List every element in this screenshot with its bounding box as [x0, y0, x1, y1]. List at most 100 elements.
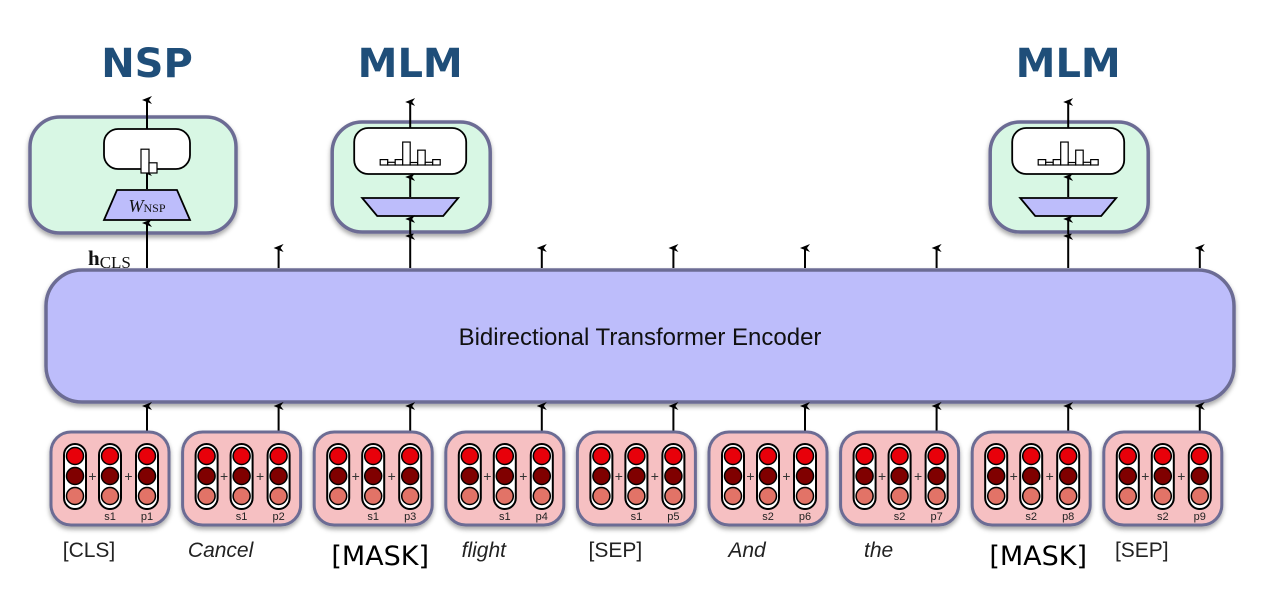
vector-unit: [986, 446, 1006, 466]
probability-bar: [417, 149, 426, 166]
vector-unit: [1058, 486, 1078, 506]
vector-unit: [65, 486, 85, 506]
vector-unit: [986, 466, 1006, 486]
segment-label: s1: [104, 511, 116, 523]
position-label: p3: [404, 511, 416, 523]
vector-unit: [627, 486, 646, 506]
projection-layer: [360, 197, 461, 217]
vector-unit: [795, 466, 815, 486]
vector-unit: [592, 446, 611, 466]
vector-unit: [495, 466, 515, 486]
vector-unit: [460, 486, 480, 506]
plus-sign: +: [124, 468, 132, 484]
vector-unit: [927, 486, 946, 506]
vector-unit: [65, 446, 85, 466]
vector-unit: [1021, 486, 1041, 506]
input-token-word: the: [864, 539, 893, 562]
vector-unit: [1118, 486, 1138, 506]
vector-unit: [269, 486, 288, 506]
vector-unit: [795, 446, 815, 466]
vector-unit: [100, 486, 120, 506]
token-vector: [1115, 443, 1140, 510]
input-token-word: And: [726, 539, 767, 562]
vector-unit: [197, 486, 216, 506]
segment-vector: [624, 443, 649, 510]
segment-vector: [492, 443, 517, 510]
segment-vector: [361, 443, 386, 510]
segment-vector: [887, 443, 912, 510]
plus-sign: +: [878, 468, 886, 484]
vector-unit: [627, 446, 646, 466]
vector-unit: [1190, 466, 1210, 486]
probability-bar: [424, 161, 434, 166]
vector-unit: [197, 446, 216, 466]
vector-unit: [927, 466, 946, 486]
plus-sign: +: [88, 468, 96, 484]
probability-bar: [1037, 159, 1047, 166]
position-vector: [398, 443, 423, 510]
plus-sign: +: [388, 468, 396, 484]
vector-unit: [855, 486, 874, 506]
vector-unit: [1153, 486, 1173, 506]
vector-unit: [495, 486, 515, 506]
vector-unit: [269, 466, 288, 486]
segment-label: s1: [367, 511, 379, 523]
segment-label: s1: [236, 511, 248, 523]
vector-unit: [1153, 446, 1173, 466]
vector-unit: [795, 486, 815, 506]
vector-unit: [137, 486, 157, 506]
input-token-word: [MASK]: [989, 541, 1087, 572]
input-token-word: Cancel: [188, 539, 255, 562]
vector-unit: [592, 486, 611, 506]
token-vector: [984, 443, 1009, 510]
vector-unit: [137, 466, 157, 486]
vector-unit: [723, 466, 743, 486]
vector-unit: [232, 466, 251, 486]
position-label: p1: [141, 511, 153, 523]
head-title: MLM: [1016, 41, 1121, 87]
vector-unit: [855, 446, 874, 466]
plus-sign: +: [256, 468, 264, 484]
projection-layer: [1018, 197, 1119, 217]
plus-sign: +: [1010, 468, 1018, 484]
probability-bar: [1052, 159, 1062, 166]
plus-sign: +: [651, 468, 659, 484]
vector-unit: [986, 486, 1006, 506]
vector-unit: [1021, 446, 1041, 466]
vector-unit: [1058, 446, 1078, 466]
vector-unit: [1118, 466, 1138, 486]
input-token-word: [SEP]: [589, 539, 643, 562]
vector-unit: [197, 466, 216, 486]
input-token-word: [SEP]: [1115, 539, 1169, 562]
segment-vector: [756, 443, 780, 510]
vector-unit: [890, 466, 909, 486]
head-mlm-2: MLM: [988, 41, 1150, 268]
token-vector: [721, 443, 745, 510]
vector-unit: [532, 446, 552, 466]
plus-sign: +: [1046, 468, 1054, 484]
plus-sign: +: [220, 468, 228, 484]
vector-unit: [100, 446, 120, 466]
token-vector: [457, 443, 482, 510]
plus-sign: +: [519, 468, 527, 484]
probability-bar: [148, 162, 158, 174]
position-vector: [1056, 443, 1081, 510]
vector-unit: [855, 466, 874, 486]
plus-sign: +: [914, 468, 922, 484]
vector-unit: [495, 446, 515, 466]
vector-unit: [1190, 486, 1210, 506]
vector-unit: [400, 446, 420, 466]
position-label: p5: [667, 511, 679, 523]
segment-vector: [98, 443, 122, 510]
probability-bar: [140, 148, 150, 174]
vector-unit: [363, 466, 383, 486]
vector-unit: [927, 446, 946, 466]
encoder-output-arrows: [273, 244, 1205, 268]
vector-unit: [1021, 466, 1041, 486]
segment-vector: [1019, 443, 1044, 510]
